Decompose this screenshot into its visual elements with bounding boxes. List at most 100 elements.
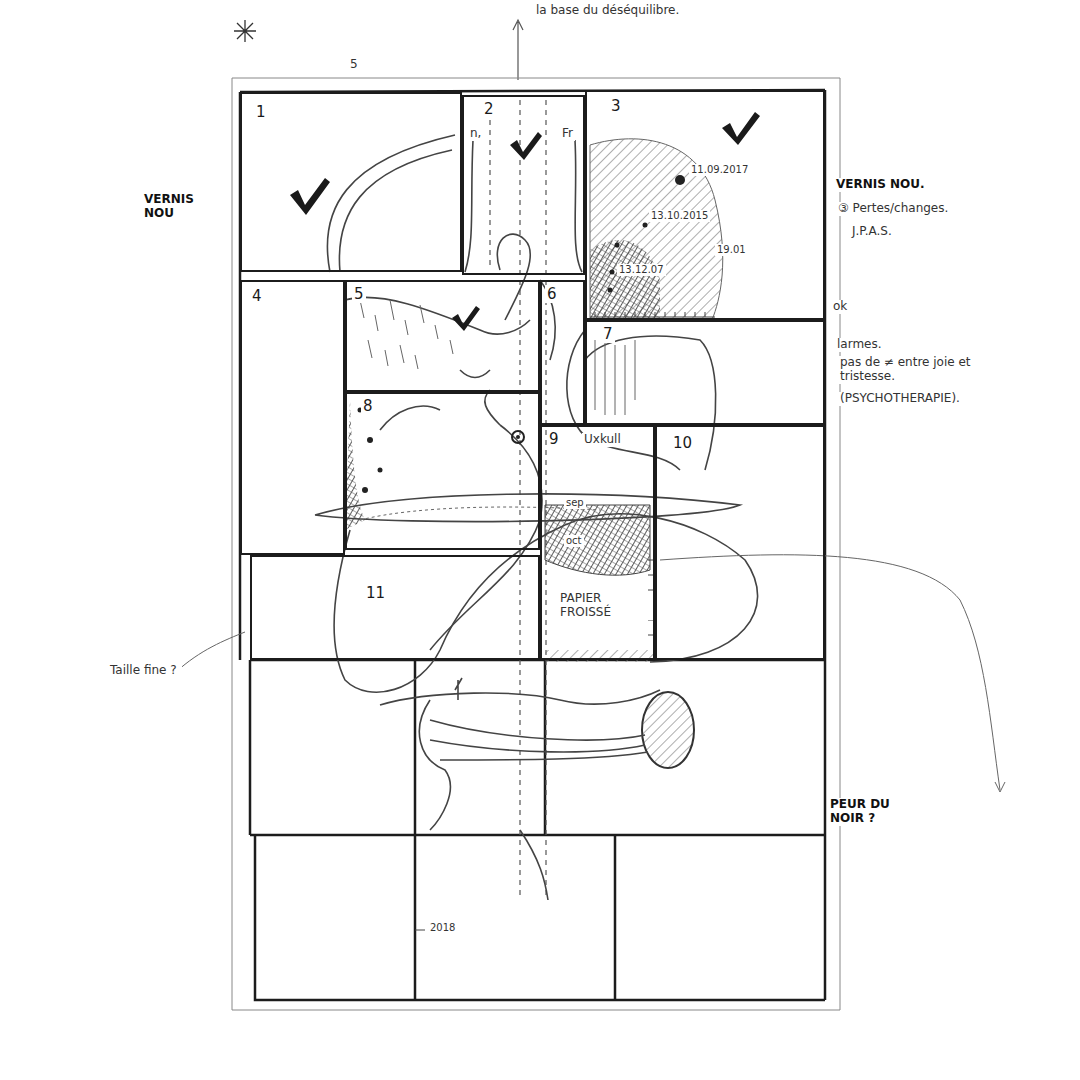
handwritten-note: pas de ≠ entre joie et tristesse. — [838, 356, 1002, 384]
panel-number: 9 — [547, 431, 561, 448]
pencil-strokes — [430, 425, 542, 650]
leader-lines — [176, 555, 1005, 792]
dots — [615, 243, 620, 248]
dots — [358, 175, 686, 493]
pencil-strokes — [334, 525, 565, 692]
asterisk-symbol — [234, 20, 256, 42]
check-marks — [510, 132, 542, 160]
check-marks — [452, 306, 480, 331]
check-marks — [290, 178, 330, 215]
dots — [516, 435, 520, 439]
texture-marks — [595, 340, 635, 415]
arrow-up-note — [513, 20, 523, 80]
numbered-panel: 4 — [240, 280, 345, 555]
dots — [367, 437, 373, 443]
handwritten-note: (PSYCHOTHERAPIE). — [838, 392, 962, 406]
panel-note: 11.09.2017 — [689, 164, 750, 176]
pencil-strokes — [315, 494, 740, 522]
numbered-panel: 6 — [540, 280, 585, 425]
pencil-strokes — [520, 830, 548, 900]
numbered-panel: 8 — [345, 392, 540, 550]
pencil-strokes — [585, 336, 716, 470]
handwritten-note: 2018 — [428, 922, 457, 934]
dots — [608, 288, 613, 293]
dots — [512, 431, 524, 443]
dots — [378, 468, 383, 473]
panel-note: Uxkull — [582, 433, 623, 447]
panel-note: 13.10.2015 — [649, 210, 710, 222]
frame-grid — [255, 835, 825, 1000]
numbered-panel: 9 Uxkull sep octPAPIER FROISSÉ — [540, 425, 655, 660]
dots — [610, 270, 615, 275]
ruler-ticks — [415, 930, 425, 931]
frame-grid — [240, 90, 825, 1000]
dashed-axis — [490, 100, 546, 900]
numbered-panel: 7 — [585, 320, 825, 425]
pencil-strokes — [465, 140, 473, 272]
check-marks — [290, 112, 760, 331]
panel-number: 10 — [671, 435, 694, 452]
frame-grid — [240, 90, 825, 1000]
texture-marks — [360, 507, 600, 520]
pencil-strokes — [497, 234, 530, 320]
ruler-ticks — [590, 312, 715, 317]
hatched-areas — [590, 240, 660, 318]
hatched-areas — [545, 650, 655, 662]
numbered-panel: 5 — [345, 280, 540, 392]
panel-number: 4 — [250, 288, 264, 305]
pencil-strokes — [339, 150, 452, 272]
ruler-ticks — [415, 312, 715, 930]
panel-number: 8 — [361, 398, 375, 415]
panel-note: sep — [564, 497, 586, 509]
panel-note: Fr — [560, 127, 575, 141]
numbered-panel: 3 11.09.2017 13.10.2015 19.01 13.12.07 — [585, 90, 825, 320]
pencil-strokes — [575, 140, 582, 272]
pencil-strokes — [430, 720, 648, 760]
handwritten-note: la base du déséquilibre. — [534, 4, 688, 18]
hatched-areas — [345, 400, 365, 530]
handwritten-note: VERNIS NOU — [142, 193, 206, 221]
dots — [362, 487, 368, 493]
panel-note: 19.01 — [715, 244, 748, 256]
pencil-strokes — [485, 390, 500, 425]
pencil-strokes — [419, 700, 450, 830]
pencil-strokes — [345, 297, 530, 334]
panel-number: 1 — [254, 104, 268, 121]
pencil-strokes — [327, 135, 455, 272]
leader-lines — [176, 632, 245, 672]
pencil-strokes — [315, 135, 758, 900]
handwritten-note: ③ Pertes/changes. — [836, 202, 950, 216]
handwritten-note: J.P.A.S. — [850, 225, 894, 239]
light-frame-lines — [232, 78, 840, 1010]
handwritten-note: 5 — [348, 58, 360, 72]
numbered-panel: 10 — [655, 425, 825, 660]
panel-note: n, — [468, 127, 483, 141]
texture-marks — [360, 300, 453, 369]
panel-note: 13.12.07 — [617, 264, 666, 276]
panel-number: 2 — [482, 101, 496, 118]
handwritten-note: PEUR DU NOIR ? — [828, 798, 922, 826]
panel-number: 6 — [545, 286, 559, 303]
panel-note: oct — [564, 535, 584, 547]
panel-number: 5 — [352, 286, 366, 303]
light-frame-lines — [232, 78, 840, 1010]
dots — [643, 223, 648, 228]
handwritten-note: larmes. — [835, 338, 884, 352]
handwritten-note: ok — [831, 300, 849, 314]
handwritten-note: VERNIS NOU. — [834, 178, 927, 192]
pencil-strokes — [380, 690, 660, 705]
numbered-panel: 2 n, Fr — [462, 95, 585, 275]
hatched-areas — [345, 139, 723, 768]
panel-number: 7 — [601, 326, 615, 343]
asterisk-symbol — [234, 20, 256, 42]
panel-number: 3 — [609, 98, 623, 115]
arrow-up-note — [513, 20, 523, 80]
pencil-strokes — [455, 678, 462, 700]
check-marks — [722, 112, 760, 145]
panel-note: PAPIER FROISSÉ — [558, 592, 653, 620]
dashed-axis — [490, 100, 546, 900]
pencil-strokes — [380, 406, 440, 430]
pencil-strokes — [460, 370, 490, 378]
numbered-panel: 1 — [240, 92, 462, 272]
